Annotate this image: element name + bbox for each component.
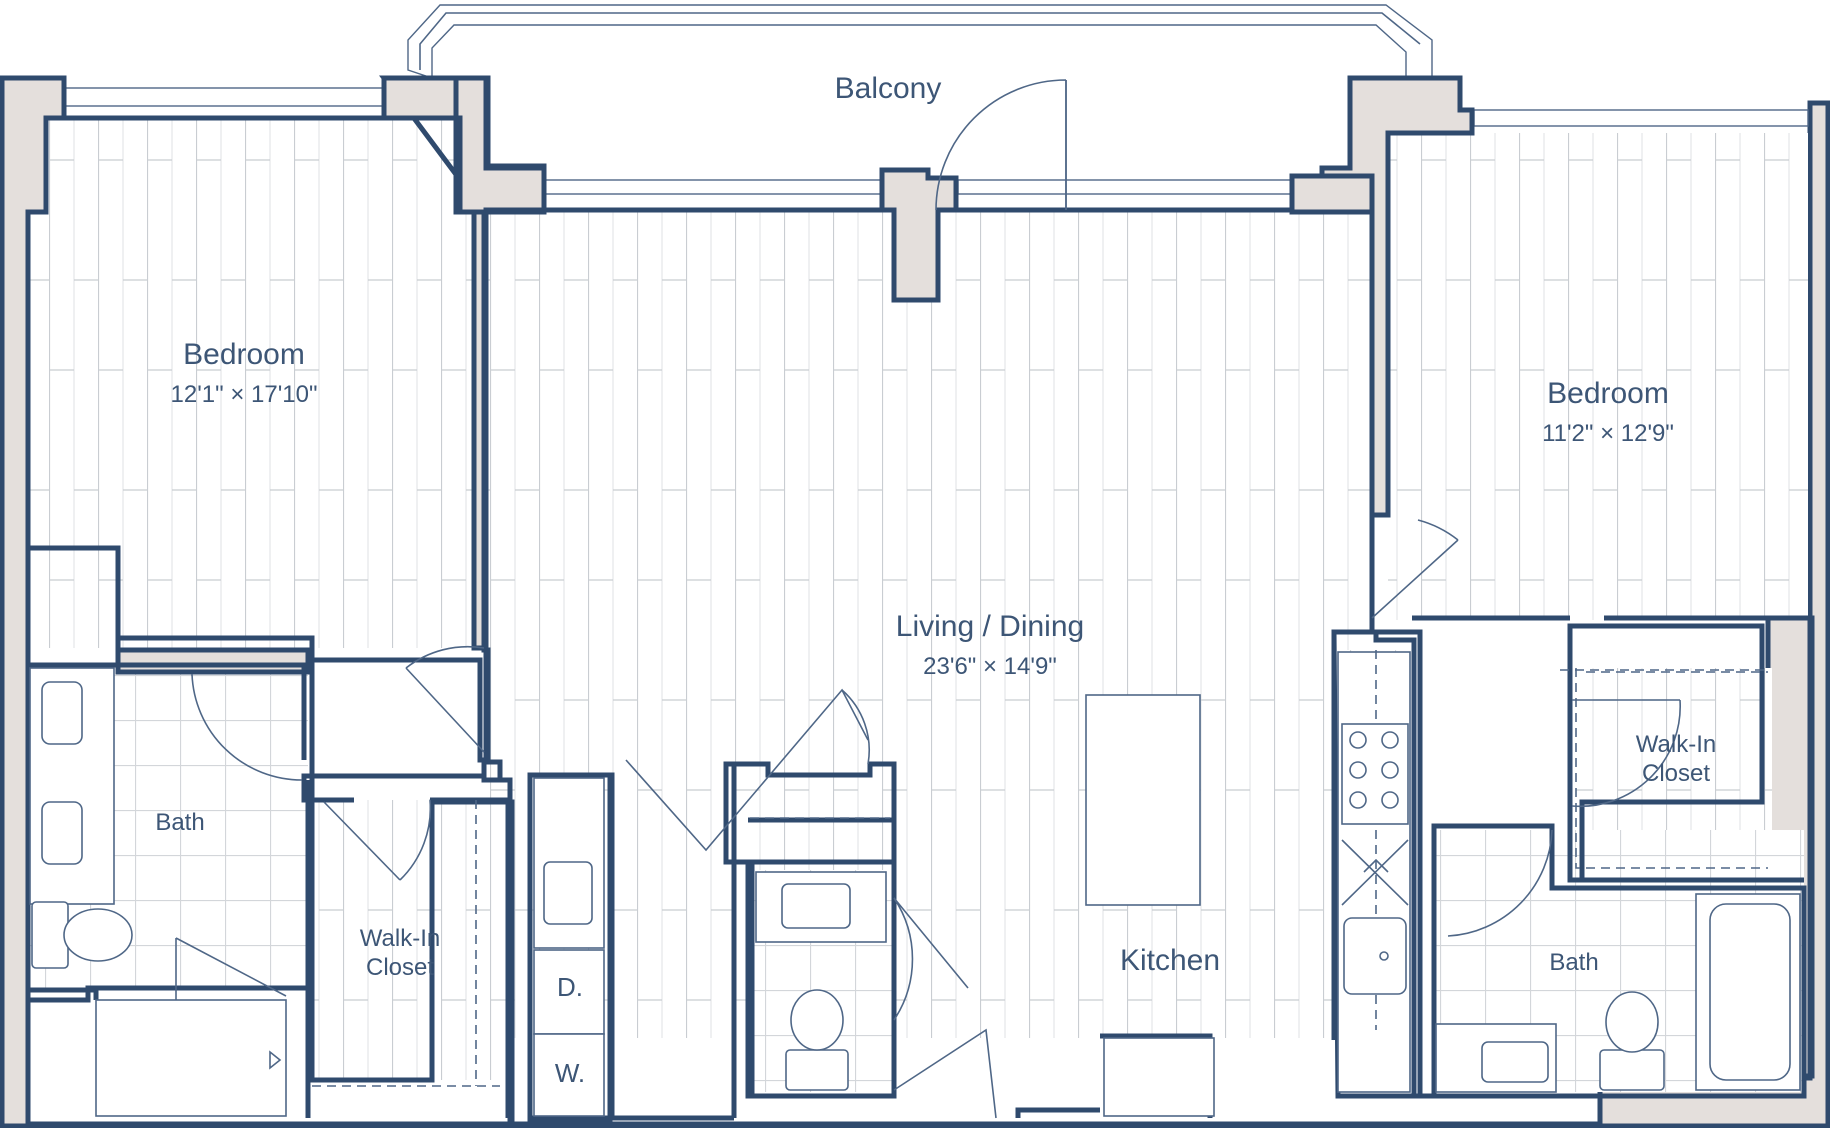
bedroom-left-label: Bedroom xyxy=(183,338,305,371)
kitchen-label: Kitchen xyxy=(1120,944,1220,977)
toilet-left-icon xyxy=(31,901,133,969)
bath-right-label: Bath xyxy=(1549,949,1598,976)
living-dining-dimensions: 23'6" × 14'9" xyxy=(923,653,1057,680)
washer-label: W. xyxy=(555,1058,585,1088)
vanity-right-icon xyxy=(1435,1023,1557,1093)
living-dining-label: Living / Dining xyxy=(896,610,1084,643)
balcony-label: Balcony xyxy=(835,72,942,105)
bedroom-left-dimensions: 12'1" × 17'10" xyxy=(171,381,318,408)
closet-right-label-line2: Closet xyxy=(1642,760,1710,787)
kitchen-sink-icon xyxy=(1343,917,1407,995)
closet-left-floor xyxy=(312,800,506,1080)
kitchen-counter-bottom xyxy=(1103,1037,1215,1117)
bedroom-right-floor xyxy=(1388,133,1808,620)
refrigerator-icon xyxy=(1341,839,1409,906)
kitchen-island xyxy=(1085,694,1201,906)
bedroom-left-floor xyxy=(28,118,484,648)
closet-left-label-line2: Closet xyxy=(366,954,434,981)
toilet-right-icon xyxy=(1599,991,1665,1091)
doors xyxy=(175,79,1681,1119)
wall-outlines xyxy=(2,75,1808,1121)
vanity-sinks-left xyxy=(29,667,115,905)
shower-left xyxy=(95,999,287,1117)
toilet-powder-icon xyxy=(785,989,849,1091)
laundry-closet xyxy=(533,777,605,1117)
powder-vanity-icon xyxy=(755,871,887,943)
closet-right-label-line1: Walk-In xyxy=(1636,731,1716,758)
bedroom-right-dimensions: 11'2" × 12'9" xyxy=(1542,420,1674,447)
bedroom-right-label: Bedroom xyxy=(1547,377,1669,410)
bath-left-label: Bath xyxy=(155,809,204,836)
bathtub-icon xyxy=(1695,893,1801,1091)
living-floor xyxy=(488,208,1372,1038)
balcony-railing xyxy=(407,4,1433,79)
closet-left-label-line1: Walk-In xyxy=(360,925,440,952)
dryer-label: D. xyxy=(557,972,583,1002)
cooktop-icon xyxy=(1341,723,1409,825)
